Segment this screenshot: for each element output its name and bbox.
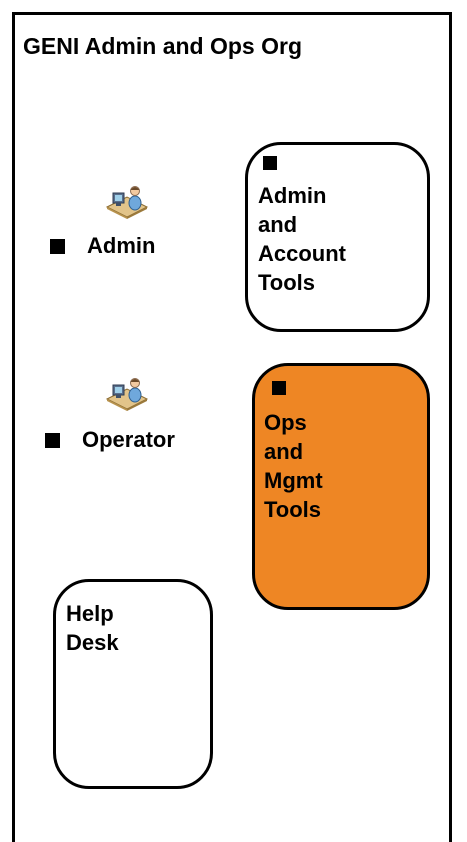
diagram-title: GENI Admin and Ops Org: [23, 33, 302, 59]
help-desk-box: Help Desk: [53, 579, 213, 789]
person-at-computer-icon: [105, 186, 149, 219]
bullet-marker: [263, 156, 277, 170]
role-label-admin: Admin: [87, 233, 156, 258]
bullet-marker: [272, 381, 286, 395]
admin-account-tools-box: Admin and Account Tools: [245, 142, 430, 332]
help-desk-label: Help Desk: [66, 601, 119, 655]
person-at-computer-icon: [105, 378, 149, 411]
admin-account-tools-label: Admin and Account Tools: [258, 183, 346, 295]
bullet-marker: [50, 238, 65, 254]
bullet-marker: [45, 432, 60, 448]
ops-mgmt-tools-box: Ops and Mgmt Tools: [252, 363, 430, 610]
role-label-operator: Operator: [82, 427, 175, 452]
ops-mgmt-tools-label: Ops and Mgmt Tools: [264, 410, 323, 522]
org-frame: GENI Admin and Ops Org Admin: [12, 12, 452, 842]
